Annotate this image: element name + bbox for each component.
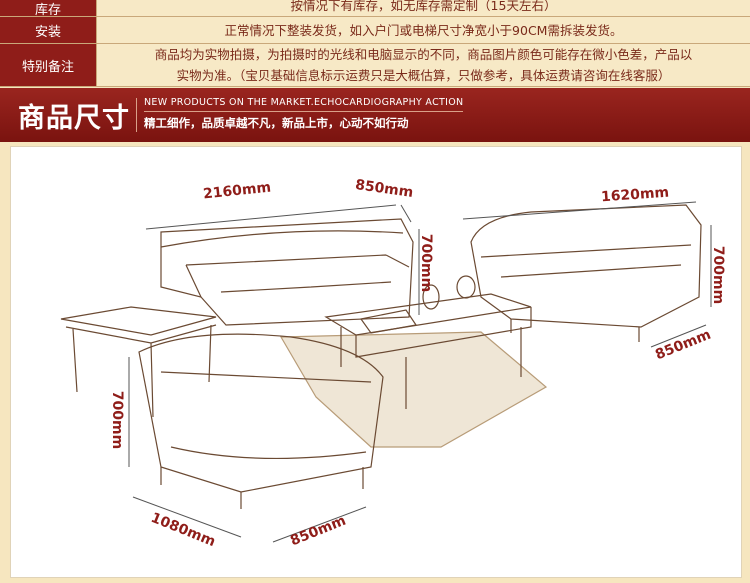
remark-line-1: 商品均为实物拍摄，为拍摄时的光线和电脑显示的不同，商品图片颜色可能存在微小色差，… — [154, 47, 693, 62]
spec-row-install: 安装 正常情况下整装发货，如入户门或电梯尺寸净宽小于90CM需拆装发货。 — [0, 17, 750, 44]
spec-row-remark: 特别备注 商品均为实物拍摄，为拍摄时的光线和电脑显示的不同，商品图片颜色可能存在… — [0, 44, 750, 87]
sofa-two-seat — [470, 204, 702, 328]
sofa-three-seat — [160, 218, 414, 326]
banner-slogan: 精工细作，品质卓越不凡，新品上市，心动不如行动 — [144, 116, 409, 130]
banner-en-text: NEW PRODUCTS ON THE MARKET.ECHOCARDIOGRA… — [144, 97, 464, 112]
section-title: 商品尺寸 — [18, 103, 130, 134]
spec-key: 安装 — [0, 17, 97, 43]
spec-value: 商品均为实物拍摄，为拍摄时的光线和电脑显示的不同，商品图片颜色可能存在微小色差，… — [97, 44, 750, 86]
furniture-sketch — [60, 201, 712, 543]
side-table — [60, 306, 217, 336]
rug — [279, 331, 548, 448]
remark-line-2: 实物为准。（宝贝基础信息标示运费只是大概估算，只做参考，具体运费请咨询在线客服） — [176, 68, 671, 83]
spec-row-stock: 库存 按情况下有库存，如无库存需定制（15天左右） — [0, 0, 750, 17]
banner-divider — [136, 98, 137, 132]
dim-sofa3-height: 700mm — [418, 233, 435, 293]
dimension-drawing: 2160mm 850mm 700mm 1620mm 700mm 850mm 70… — [10, 146, 742, 578]
armchair — [138, 333, 384, 493]
spec-table: 库存 按情况下有库存，如无库存需定制（15天左右） 安装 正常情况下整装发货，如… — [0, 0, 750, 87]
spec-value: 按情况下有库存，如无库存需定制（15天左右） — [97, 0, 750, 16]
dim-chair-height: 700mm — [109, 390, 126, 450]
spec-key: 库存 — [0, 0, 97, 16]
coffee-table — [324, 293, 532, 336]
spec-key: 特别备注 — [0, 44, 97, 86]
spec-value: 正常情况下整装发货，如入户门或电梯尺寸净宽小于90CM需拆装发货。 — [97, 17, 750, 43]
dim-sofa2-height: 700mm — [710, 245, 727, 305]
section-banner: 商品尺寸 NEW PRODUCTS ON THE MARKET.ECHOCARD… — [0, 88, 750, 142]
